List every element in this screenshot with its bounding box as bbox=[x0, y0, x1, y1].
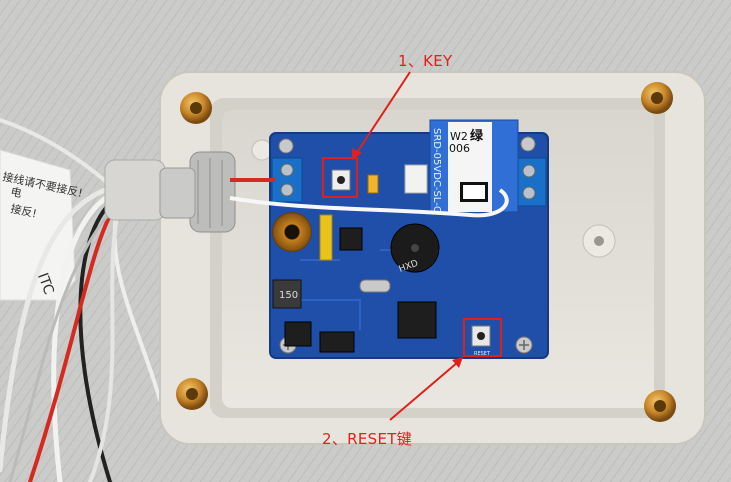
pin-header bbox=[319, 214, 333, 261]
internal-white-wire bbox=[229, 188, 509, 218]
reset-silkscreen: RESET bbox=[474, 351, 491, 357]
reset-highlight-box bbox=[463, 318, 502, 357]
terminal-block-left bbox=[271, 157, 303, 203]
inductor bbox=[272, 212, 312, 252]
reset-button[interactable] bbox=[471, 325, 491, 347]
relay-model-text: SRD-05VDC-SL-C bbox=[431, 128, 442, 213]
tag-text-line2: 电 bbox=[9, 185, 22, 200]
reset-arrow bbox=[389, 357, 463, 421]
brass-inserts bbox=[176, 82, 676, 422]
relay-brand-text: 绿 bbox=[470, 128, 484, 144]
pcb-screw bbox=[278, 138, 294, 154]
relay-partial-text: W2 bbox=[450, 130, 468, 143]
key-highlight-box bbox=[322, 157, 358, 198]
crystal bbox=[359, 279, 391, 293]
ic-chip bbox=[319, 331, 355, 353]
jst-connector bbox=[404, 164, 428, 194]
relay: 绿 SRD-05VDC-SL-C W2 006 bbox=[429, 119, 519, 213]
key-arrow bbox=[352, 71, 411, 160]
smd-component bbox=[339, 227, 363, 251]
reset-annotation-label: 2、RESET键 bbox=[322, 430, 413, 448]
ic-chip bbox=[284, 321, 312, 347]
key-annotation-label: 1、KEY bbox=[398, 52, 453, 70]
jumper bbox=[367, 174, 379, 194]
tag-text-line3: 接反! bbox=[9, 202, 38, 220]
relay-partial2-text: 006 bbox=[449, 142, 470, 155]
pcb-screw bbox=[520, 136, 536, 152]
inductor-marking: 150 bbox=[279, 290, 298, 301]
buzzer: HXD bbox=[390, 223, 440, 275]
key-button[interactable] bbox=[331, 169, 351, 191]
microcontroller-chip bbox=[397, 301, 437, 339]
cable-gland bbox=[104, 151, 236, 233]
tag-text-line4: JTC bbox=[34, 270, 57, 297]
smd-inductor: 150 bbox=[272, 279, 302, 309]
